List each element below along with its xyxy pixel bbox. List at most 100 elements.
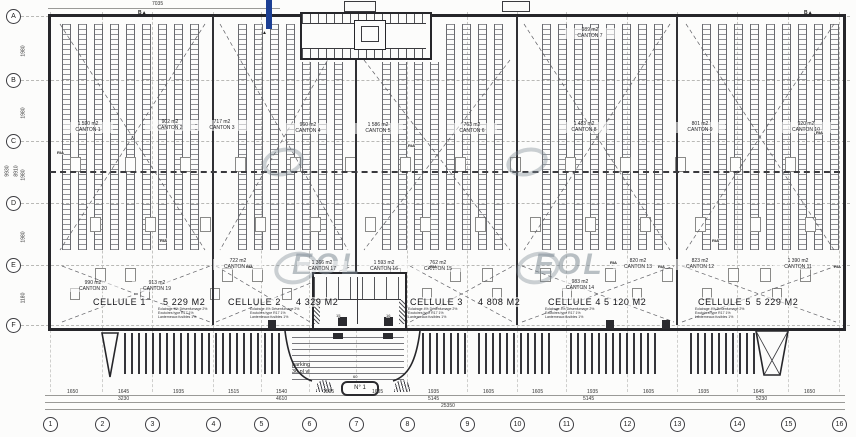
ria-marker: RIA: [816, 130, 823, 135]
grid-col-bubble-10: 10: [510, 417, 525, 432]
bottom-dim-bay-11: 1935: [587, 389, 599, 395]
dock-tick: [450, 333, 452, 374]
rack: [494, 24, 503, 250]
pallet-spot: [475, 217, 486, 232]
cell-note-line: Lanterneaux fusibles 1%: [158, 315, 197, 320]
dock-tick: [264, 333, 266, 374]
canton-name: CANTON 12: [686, 263, 714, 270]
canton-name: CANTON 11: [784, 263, 812, 270]
dock-tick: [180, 333, 182, 374]
gate-plate: N° 1: [341, 381, 379, 396]
dock-tick: [208, 333, 210, 374]
staging-spot: [482, 268, 493, 282]
canton-name: CANTON 20: [79, 285, 107, 292]
cell-notes-3: Eclairage 4% Désenfumage 2%Exutoires typ…: [408, 307, 457, 320]
pallet-spot: [640, 217, 651, 232]
mezzanine-block: [300, 12, 432, 60]
section-marker-b-right: B▲: [804, 10, 813, 16]
dock-tick: [633, 333, 635, 374]
grid-col-bubble-1: 1: [43, 417, 58, 432]
dock-tick: [739, 333, 741, 374]
section-marker-b-left: B▲: [138, 10, 147, 16]
dock-tick: [436, 333, 438, 374]
grid-col-bubble-13: 13: [670, 417, 685, 432]
bottom-dim-bay-2: 1645: [118, 389, 130, 395]
dock-tick: [548, 333, 550, 374]
hatch-fan-right: [394, 380, 410, 392]
dock-tick: [527, 333, 529, 374]
grid-col-bubble-16: 16: [832, 417, 847, 432]
parking-label: parking 36 pl vl: [292, 362, 310, 375]
cell-note-line: Lanterneaux fusibles 1%: [545, 315, 584, 320]
grid-col-ext-1: [50, 330, 51, 392]
dock-tick: [236, 333, 238, 374]
dock-tick: [697, 333, 699, 374]
cell-area-5: 5 229 M2: [756, 297, 799, 307]
cell-note-line: Lanterneaux fusibles 1%: [250, 315, 289, 320]
pallet-spot: [235, 157, 246, 172]
canton-name: CANTON 1: [75, 126, 101, 133]
grid-col-bubble-8: 8: [400, 417, 415, 432]
office-wall-right-hatch: [399, 300, 405, 324]
canton-area: 762 m2: [429, 260, 447, 266]
dock-door: [662, 320, 670, 329]
canton-name: CANTON 8: [571, 126, 597, 133]
cell-area-2: 4 329 M2: [296, 297, 339, 307]
rack: [238, 24, 247, 250]
cell-name-4: CELLULE 4: [548, 297, 601, 307]
staging-spot: [282, 288, 292, 300]
parking-tag: 60: [353, 374, 358, 379]
bottom-dim-line-2: [45, 402, 845, 403]
ria-marker: RIA: [408, 143, 415, 148]
grid-col-line-16: [839, 12, 840, 328]
grid-col-bubble-3: 3: [145, 417, 160, 432]
canton-name: CANTON 4: [295, 127, 321, 134]
section-marker-b-left-label: B: [138, 10, 142, 16]
rack: [782, 24, 791, 250]
dock-tick: [278, 333, 280, 374]
firewall-3: [516, 16, 518, 325]
grid-col-bubble-2: 2: [95, 417, 110, 432]
bottom-dim-bay-1: 1650: [67, 389, 79, 395]
expansion-joint-line: [50, 171, 840, 173]
grid-col-ext-14: [737, 330, 738, 392]
pallet-spot: [530, 217, 541, 232]
pallet-spot: [620, 157, 631, 172]
canton-name: CANTON 6: [459, 127, 485, 134]
dock-tick: [257, 333, 259, 374]
dock-door: [268, 320, 276, 329]
rack: [542, 24, 551, 250]
grid-col-bubble-15: 15: [781, 417, 796, 432]
staging-spot: [760, 268, 771, 282]
pallet-spot: [180, 157, 191, 172]
rack: [766, 24, 775, 250]
dock-tick: [152, 333, 154, 374]
office-dock-leveller-right: [384, 317, 393, 326]
canton-name: CANTON 16: [370, 265, 398, 272]
pallet-spot: [255, 217, 266, 232]
grid-col-bubble-5: 5: [254, 417, 269, 432]
canton-area: 1 366 m2: [311, 260, 333, 266]
rack: [78, 24, 87, 250]
dock-tick: [753, 333, 755, 374]
top-dim-value: 7035: [152, 1, 164, 7]
building-outline: [48, 14, 846, 331]
left-dim-bay-3: 1980: [20, 169, 27, 181]
roof-label-box-right: [502, 1, 530, 12]
bottom-dim-bay-3: 1935: [173, 389, 185, 395]
rack: [334, 62, 343, 250]
office-dock-leveller-left: [338, 317, 347, 326]
ria-marker: RIA: [712, 238, 719, 243]
staging-spot: [222, 268, 233, 282]
canton-name: CANTON 5: [365, 127, 391, 134]
dock-tick: [584, 333, 586, 374]
left-dim-bay-5: 1180: [20, 292, 27, 304]
left-dim-bay-2: 1980: [20, 107, 27, 119]
